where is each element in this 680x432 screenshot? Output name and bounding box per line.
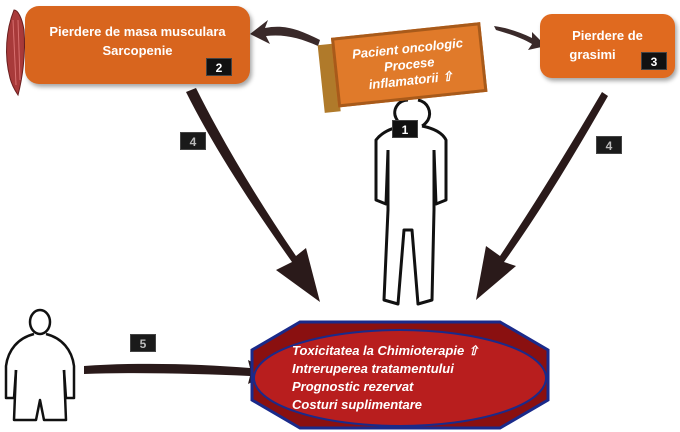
badge-bottom-arrow: 5 xyxy=(130,334,156,352)
badge-right-arrow: 4 xyxy=(596,136,622,154)
arrow-person-to-outcomes xyxy=(84,360,272,384)
muscle-loss-line1: Pierdere de masa musculara xyxy=(49,24,226,39)
up-arrow-icon: ⇧ xyxy=(467,343,479,358)
outcome-item: Toxicitatea la Chimioterapie xyxy=(292,343,465,358)
badge-left-arrow: 4 xyxy=(180,132,206,150)
up-arrow-icon: ⇧ xyxy=(441,68,454,85)
person-figure-center xyxy=(374,98,448,306)
badge-person: 1 xyxy=(392,120,418,138)
badge-fat-loss: 3 xyxy=(641,52,667,70)
arrow-left-down xyxy=(186,88,320,302)
arrow-to-muscle-loss xyxy=(250,20,320,46)
fat-loss-line1: Pierdere de xyxy=(572,28,643,43)
arrow-to-fat-loss xyxy=(494,26,546,50)
outcome-item-row: Toxicitatea la Chimioterapie ⇧ xyxy=(292,342,542,360)
fat-loss-line2: grasimi xyxy=(569,47,616,62)
badge-muscle-loss: 2 xyxy=(206,58,232,76)
outcome-item: Costuri suplimentare xyxy=(292,397,423,412)
outcomes-list: Toxicitatea la Chimioterapie ⇧ Intrerupe… xyxy=(292,342,542,414)
outcomes-ellipse xyxy=(250,320,550,430)
arrow-right-down xyxy=(476,92,608,300)
person-figure-small xyxy=(4,308,76,422)
outcome-item: Prognostic rezervat xyxy=(292,379,414,394)
oncologic-patient-box: Pacient oncologic Procese inflamatorii ⇧ xyxy=(316,11,499,115)
box-front: Pacient oncologic Procese inflamatorii ⇧ xyxy=(330,22,488,108)
muscle-image xyxy=(6,9,26,97)
outcome-item: Intreruperea tratamentului xyxy=(292,361,454,376)
muscle-loss-line2: Sarcopenie xyxy=(102,43,173,58)
